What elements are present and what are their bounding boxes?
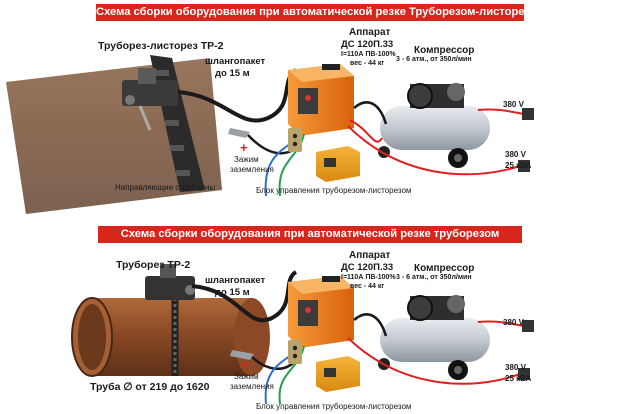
cutter-carriage-top [122,68,178,131]
welder-bottom [288,276,354,348]
power-cable-compressor-bottom [477,320,525,327]
hose-label-bottom-2: до 15 м [215,287,250,298]
apparatus-model-top: ДС 120П.33 [341,39,394,50]
socket-bottom-b [518,368,530,380]
ground-clamp-top [228,128,297,155]
clamp-label-top-2: заземления [230,165,274,174]
socket-top-a [522,108,534,120]
control-label-bottom: Блок управления труборезом-листорезом [256,402,412,411]
clamp-label-bottom-2: заземления [230,382,274,391]
air-hose-bottom [353,313,388,337]
compressor-spec-bottom: 3 - 6 атм., от 350л/мин [396,274,472,281]
power-cable-welder-top [347,125,521,176]
cutter-label-bottom: Труборез ТР-2 [116,259,191,271]
apparatus-current-bottom: I=110А ПВ-100% [341,274,396,281]
cutter-carriage-bottom [145,264,195,300]
control-pendant-bottom [288,340,302,364]
apparatus-weight-top: вес - 44 кг [350,60,385,67]
compressor-title-top: Компрессор [414,45,475,56]
control-pendant-top [288,128,302,152]
clamp-label-bottom-1: Зажим [234,372,259,381]
cutter-label-top: Труборез-листорез ТР-2 [98,40,224,52]
compressor-top [378,83,490,168]
control-box-bottom [316,356,360,392]
apparatus-model-bottom: ДС 120П.33 [341,262,394,273]
compressor-title-bottom: Компрессор [414,263,475,274]
clamp-label-top-1: Зажим [234,155,259,164]
power-cable-compressor-top [477,108,525,115]
apparatus-current-top: I=110А ПВ-100% [341,51,396,58]
plus-sign-bottom: + [240,357,248,372]
hose-label-top-1: шлангопакет [205,56,266,67]
banner-top-title: Схема сборки оборудования при автоматиче… [96,4,545,21]
apparatus-title-top: Аппарат [349,27,391,38]
socket-top-b [518,160,530,172]
plus-sign-top: + [240,140,248,155]
power-380-bottom-b: 380 V [505,363,526,372]
power-kva-bottom: 25 кВА [505,374,532,383]
pipe-diameter-label: Труба ∅ от 219 до 1620 [90,381,210,393]
air-hose-top [353,101,388,125]
control-label-top: Блок управления труборезом-листорезом [256,186,412,195]
control-box-top [316,146,360,182]
banner-bottom-title: Схема сборки оборудования при автоматиче… [98,226,522,243]
rails-label-top: Направляющие струбцины [115,183,216,192]
apparatus-weight-bottom: вес - 44 кг [350,283,385,290]
power-380-bottom-a: 380 V [503,318,524,327]
compressor-spec-top: 3 - 6 атм., от 350л/мин [396,56,472,63]
apparatus-title-bottom: Аппарат [349,250,391,261]
hose-label-top-2: до 15 м [215,68,250,79]
power-kva-top: 25 кВА [505,161,532,170]
power-380-top-b: 380 V [505,150,526,159]
power-380-top-a: 380 V [503,100,524,109]
power-cable-welder-bottom [347,337,521,385]
hose-top [177,68,298,123]
hose-label-bottom-1: шлангопакет [205,275,266,286]
cable-red-top [349,119,383,143]
welder-top [288,64,354,136]
socket-bottom-a [522,320,534,332]
compressor-bottom [378,295,490,380]
